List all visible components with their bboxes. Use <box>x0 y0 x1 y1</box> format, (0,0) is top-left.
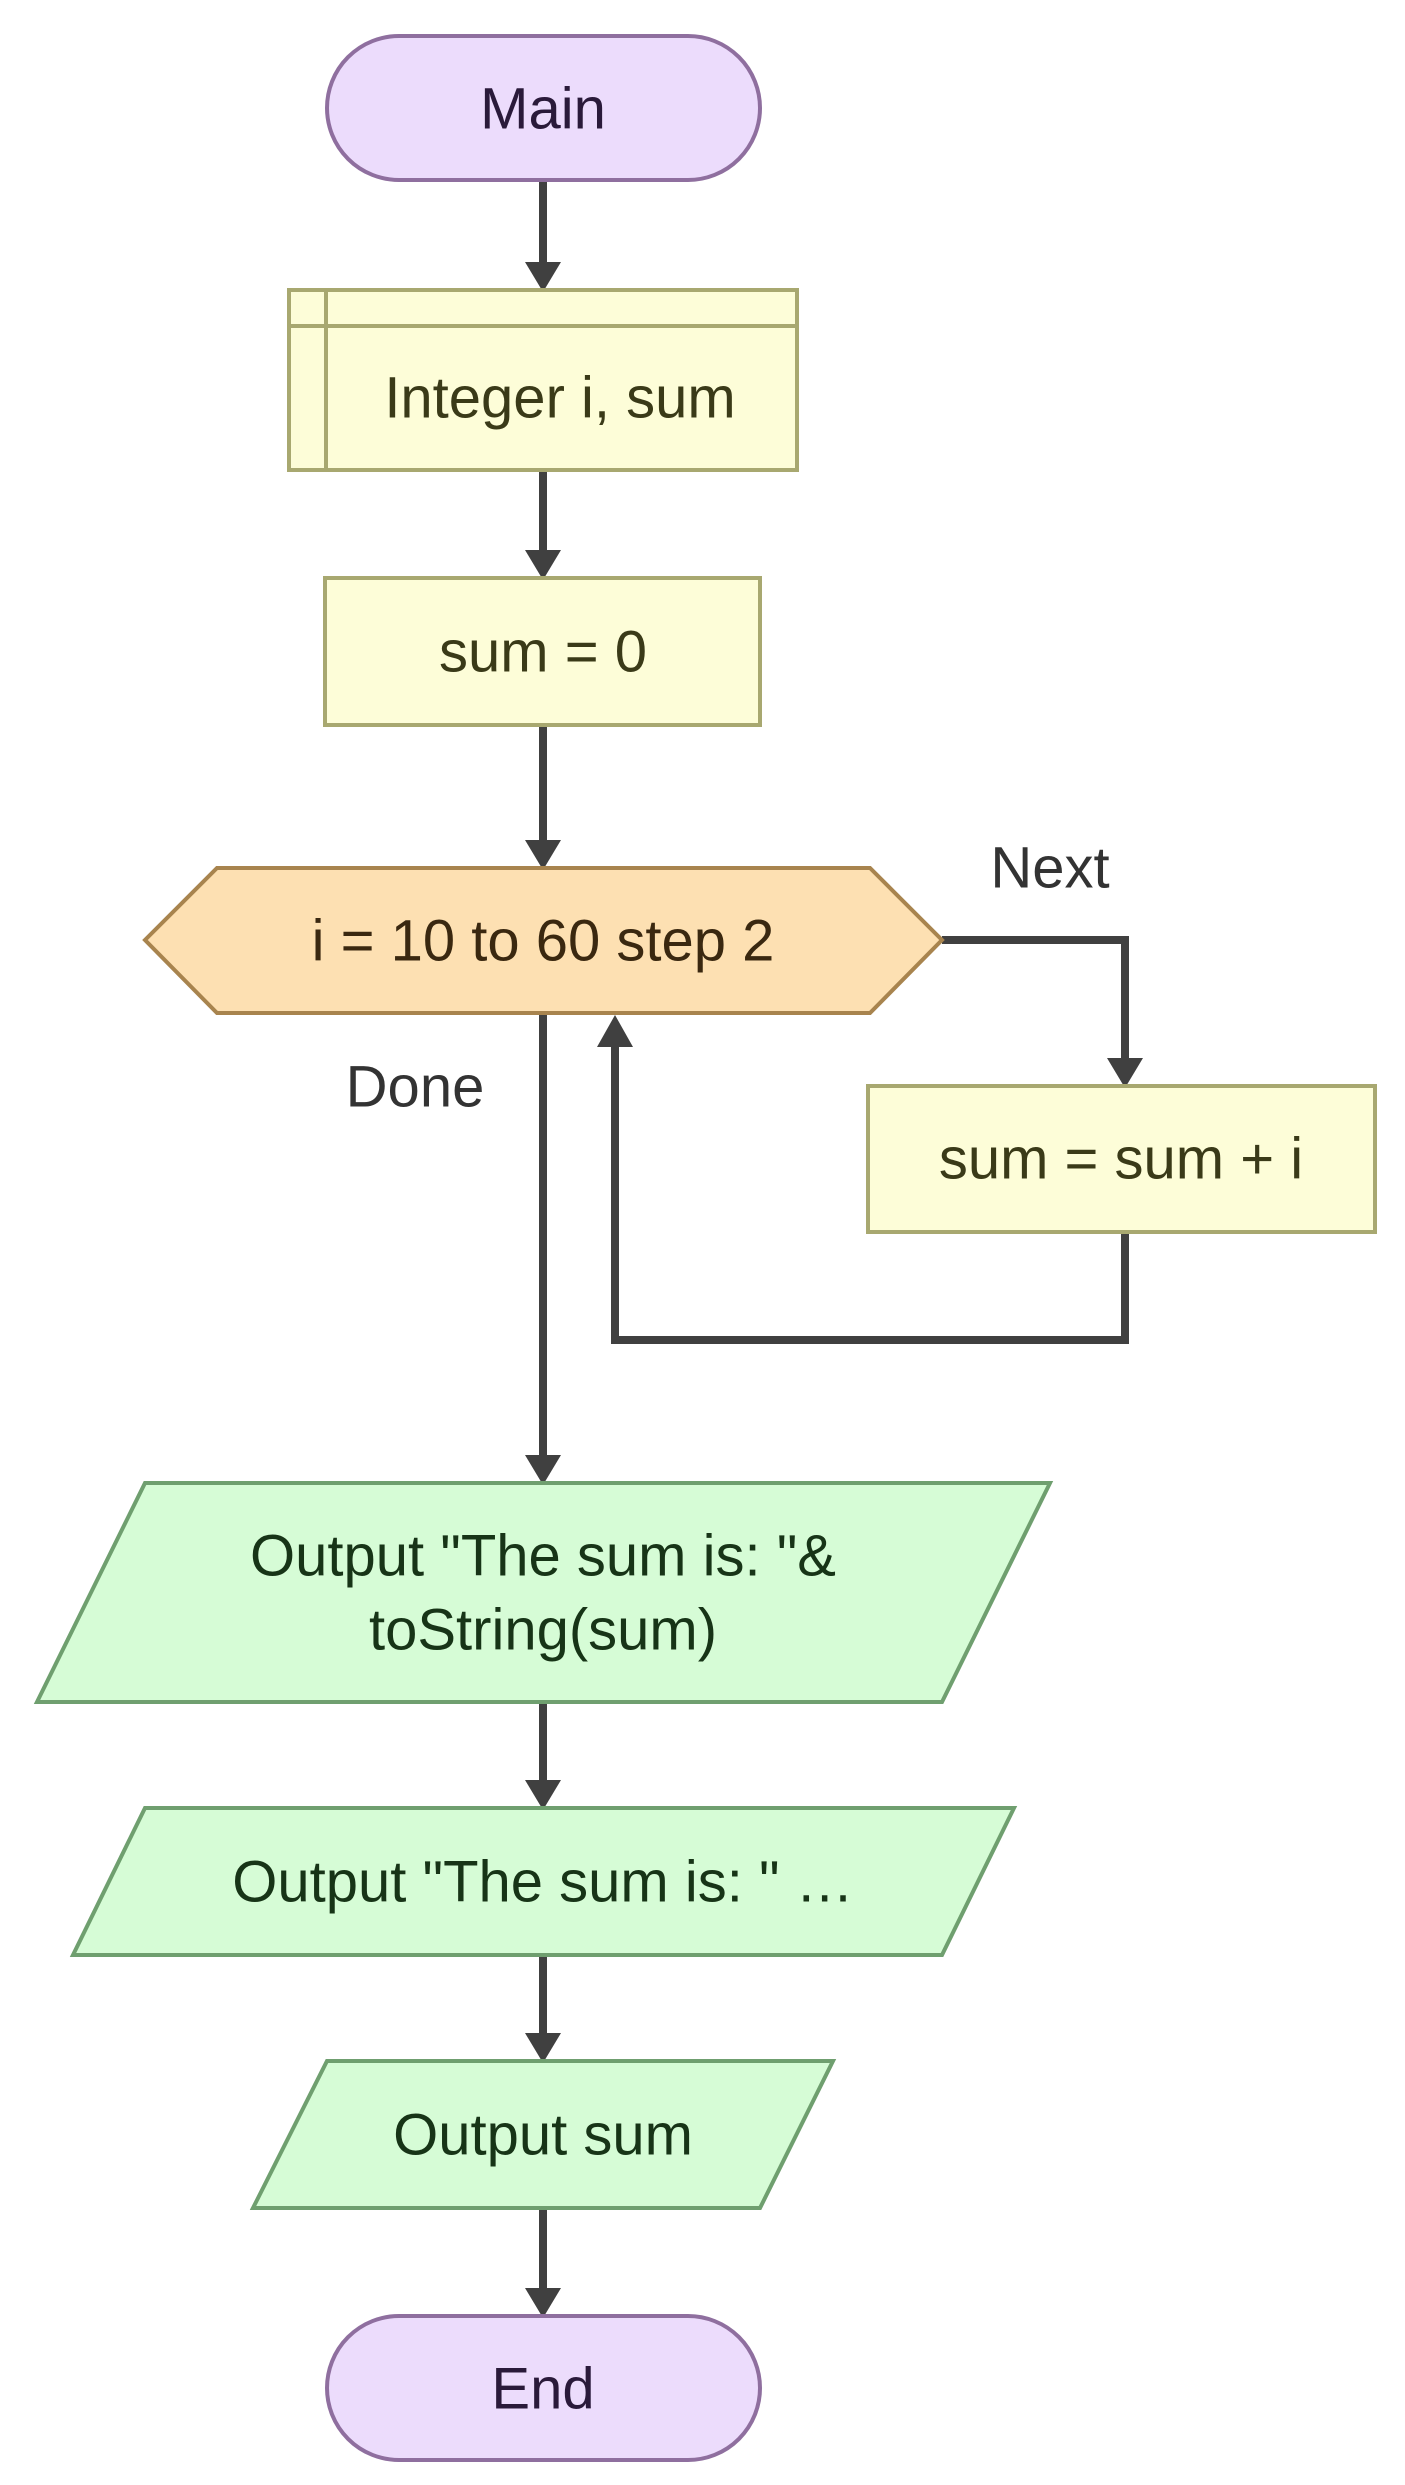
start-terminal-label: Main <box>480 77 606 142</box>
loop-node-shape <box>142 866 945 1015</box>
body-node: sum = sum + i <box>866 1084 1377 1234</box>
assign-node-label: sum = 0 <box>439 620 647 685</box>
loop-node-label: i = 10 to 60 step 2 <box>312 909 775 974</box>
declare-node-label: Integer i, sum <box>384 366 735 431</box>
end-terminal-label: End <box>491 2357 594 2422</box>
output2-node-shape <box>69 1806 1018 1957</box>
output1-node: Output "The sum is: "& toString(sum) <box>33 1481 1054 1704</box>
arrowhead-loop <box>525 840 561 870</box>
body-node-shape <box>866 1084 1377 1234</box>
declare-node: Integer i, sum <box>287 288 799 472</box>
arrowhead-output2 <box>525 1780 561 1810</box>
arrowhead-loop-return <box>597 1015 633 1047</box>
output3-node: Output sum <box>249 2059 837 2210</box>
output1-node-label-line1: Output "The sum is: "& <box>250 1524 836 1589</box>
assign-node-shape <box>323 576 762 727</box>
output2-node: Output "The sum is: " … <box>69 1806 1018 1957</box>
edge-loop-to-body <box>942 936 1129 1058</box>
loop-node: i = 10 to 60 step 2 <box>142 866 945 1015</box>
output3-node-shape <box>249 2059 837 2210</box>
output1-node-shape <box>33 1481 1054 1704</box>
arrowhead-body <box>1107 1058 1143 1088</box>
end-terminal: End <box>325 2314 762 2462</box>
body-node-label: sum = sum + i <box>939 1127 1303 1192</box>
arrowhead-declare <box>525 262 561 292</box>
edge-label-next: Next <box>990 836 1109 901</box>
edge-label-done: Done <box>346 1055 485 1120</box>
arrowhead-assign <box>525 550 561 580</box>
arrowhead-end <box>525 2288 561 2318</box>
edge-body-to-loop <box>611 1045 1129 1344</box>
edges <box>525 180 1143 2318</box>
start-terminal-shape <box>325 34 762 182</box>
output2-node-label: Output "The sum is: " … <box>232 1850 853 1915</box>
end-terminal-shape <box>325 2314 762 2462</box>
declare-node-shape <box>287 288 799 472</box>
assign-node: sum = 0 <box>323 576 762 727</box>
arrowhead-output1 <box>525 1455 561 1485</box>
output1-node-label-line2: toString(sum) <box>369 1598 717 1663</box>
start-terminal: Main <box>325 34 762 182</box>
arrowhead-output3 <box>525 2033 561 2063</box>
output3-node-label: Output sum <box>393 2103 693 2168</box>
